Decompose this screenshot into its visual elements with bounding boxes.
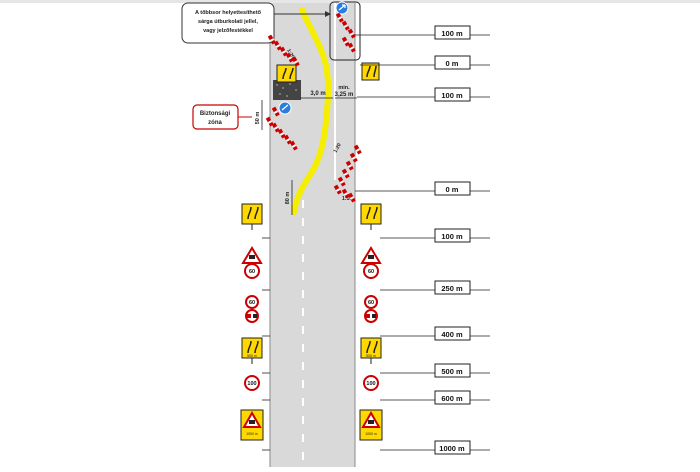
lane-shift-sign-upper-left [276,64,297,83]
distance-marker: 100 m [380,228,490,243]
traffic-cone [291,56,300,67]
speed-limit-value: 60 [249,300,255,306]
callout-line-3: vagy jelzőfestékkel [203,28,253,34]
traffic-cone [289,140,298,151]
distance-markers: 100 m 0 m 100 m 0 m 100 m 250 m 400 m 500 m 600 … [262,25,490,455]
traffic-cone [347,192,356,203]
traffic-cone [283,134,292,145]
callout-line-1: A tőbbsor helyettesíthető [195,10,262,16]
distance-marker: 0 m [360,55,490,70]
speed-limit-value: 100 [247,381,256,387]
distance-marker-label: 100 m [441,91,463,100]
roadworks-panel-sign: 1000 m [240,409,264,441]
lane-width-label: 3,0 m [310,91,325,97]
distance-marker: 1000 m [380,440,490,455]
traffic-cone [279,46,288,57]
distance-marker-label: 100 m [441,29,463,38]
traffic-cone [341,36,350,47]
safety-zone-label-1: Biztonsági [200,111,231,117]
work-area-texture [276,83,297,97]
traffic-cone [341,20,350,31]
traffic-cone [285,52,294,63]
traffic-cone [347,28,356,39]
sign-panel-label: 500 m [247,354,257,358]
speed-limit-sign: 100 [363,375,379,391]
no-overtaking-sign [245,309,259,323]
traffic-cone [265,116,274,127]
no-overtaking-sign [364,309,378,323]
speed-limit-value: 60 [249,269,255,275]
keep-left-sign-mid [278,101,292,115]
yellow-temporary-marking [291,7,332,215]
speed-limit-value: 100 [366,381,375,387]
roadworks-panel-sign: 1000 m [359,409,383,441]
traffic-cone [333,184,342,195]
speed-limit-value: 60 [368,269,374,275]
sign-panel-label: 1000 m [246,432,258,436]
speed-limit-sign: 60 [245,295,259,309]
speed-limit-sign: 60 [244,263,260,279]
traffic-cone [337,176,346,187]
distance-marker-label: 400 m [441,330,463,339]
traffic-cones [265,12,362,203]
distance-marker-label: 250 m [441,284,463,293]
dim-80m-label: 80 m [285,192,291,205]
lane-shift-sign: 500 m [241,337,263,364]
min-width-label: min. [338,85,350,91]
sign-panel-label: 1000 m [365,432,377,436]
traffic-cone [335,12,344,23]
traffic-cone [273,40,282,51]
speed-limit-value: 60 [368,300,374,306]
speed-limit-sign: 100 [244,375,260,391]
traffic-cone [349,152,358,163]
lane-shift-sign [360,203,382,230]
distance-marker: 100 m [355,25,490,40]
distance-marker: 600 m [380,390,490,405]
keep-left-sign-top [335,1,349,15]
traffic-cone [345,160,354,171]
min-width-value: 3,25 m [335,92,354,98]
roadworks-triangle-sign [360,246,382,264]
traffic-cone [271,122,280,133]
distance-marker-label: 600 m [441,394,463,403]
distance-marker-label: 500 m [441,367,463,376]
distance-marker: 500 m [380,363,490,378]
distance-marker-label: 100 m [441,232,463,241]
distance-marker: 400 m [380,326,490,341]
safety-zone-label-2: zóna [208,120,222,126]
taper-ratio-lower: 1:10 [342,196,352,202]
traffic-cone [271,106,280,117]
sign-panel-label: 500 m [366,354,376,358]
warning-signs: 60 60 500 m 100 1000 m 60 60 500 m 100 1000 m [240,203,383,441]
traffic-cone [341,168,350,179]
distance-marker: 250 m [380,280,490,295]
traffic-cone [267,34,276,45]
speed-limit-sign: 60 [364,295,378,309]
taper-ratio-upper-right: 1:20 [333,142,343,154]
distance-marker-label: 1000 m [439,444,465,453]
lane-shift-sign-upper-right [361,62,380,81]
traffic-cone [277,128,286,139]
speed-limit-sign: 60 [363,263,379,279]
roadworks-triangle-sign [241,246,263,264]
lane-shift-sign [241,203,263,230]
distance-marker-label: 0 m [446,185,459,194]
callout-box [181,2,275,44]
dim-50m-label: 50 m [255,112,261,125]
callout-line-2: sárga útburkolati jellel, [198,19,258,25]
closure-box-upper [329,1,361,61]
distance-marker-label: 0 m [446,59,459,68]
distance-marker: 100 m [357,87,490,102]
traffic-cone [347,42,356,53]
callout-arrow [325,11,331,17]
traffic-cone [353,144,362,155]
traffic-cone [341,188,350,199]
lane-shift-sign: 500 m [360,337,382,364]
distance-marker: 0 m [355,181,490,196]
taper-ratio-top: 1:20 [285,48,295,60]
